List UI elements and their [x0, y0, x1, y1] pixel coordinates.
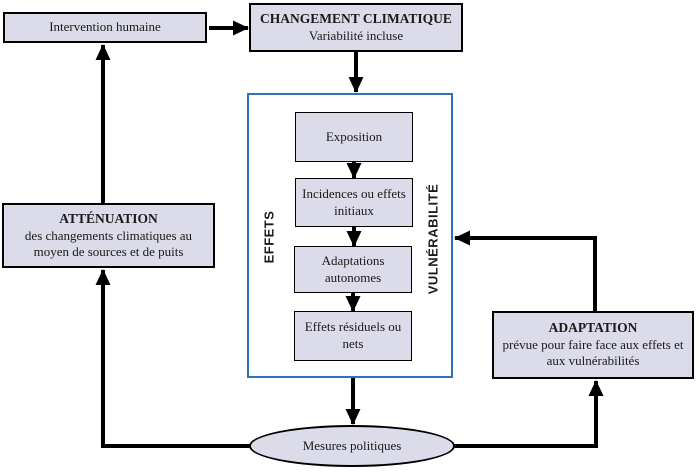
- box-adaptation: ADAPTATION prévue pour faire face aux ef…: [492, 311, 694, 379]
- ellipse-mesures-politiques: Mesures politiques: [249, 425, 455, 467]
- exposition-label: Exposition: [325, 128, 383, 144]
- changement-subtitle: Variabilité incluse: [308, 27, 404, 43]
- incidences-label: Incidences ou effets initiaux: [302, 185, 406, 218]
- box-attenuation: ATTÉNUATION des changements climatiques …: [2, 203, 215, 268]
- box-incidences: Incidences ou effets initiaux: [295, 178, 413, 227]
- box-effets-residuels: Effets résiduels ou nets: [294, 311, 412, 361]
- adaptation-subtitle: prévue pour faire face aux effets et aux…: [502, 337, 684, 369]
- arrow-mesures-to-attenuation: [95, 269, 252, 448]
- arrow-adaptation-to-frame: [454, 230, 597, 312]
- intervention-label: Intervention humaine: [49, 19, 161, 35]
- box-adaptations-autonomes: Adaptations autonomes: [294, 246, 412, 293]
- adaptation-title: ADAPTATION: [548, 320, 638, 336]
- box-intervention-humaine: Intervention humaine: [3, 12, 207, 43]
- effects-vulnerability-frame: [247, 93, 453, 378]
- adaptations-autonomes-label: Adaptations autonomes: [321, 252, 385, 285]
- mesures-label: Mesures politiques: [302, 438, 402, 453]
- changement-title: CHANGEMENT CLIMATIQUE: [260, 10, 452, 26]
- vulnerabilite-vertical-label: VULNÉRABILITÉ: [425, 183, 441, 295]
- attenuation-subtitle: des changements climatiques au moyen de …: [24, 227, 193, 259]
- attenuation-title: ATTÉNUATION: [59, 210, 158, 226]
- effets-residuels-label: Effets résiduels ou nets: [304, 319, 402, 351]
- arrow-mesures-to-adaptation: [452, 380, 604, 448]
- effets-vertical-label: EFFETS: [261, 210, 277, 264]
- box-changement-climatique: CHANGEMENT CLIMATIQUE Variabilité inclus…: [249, 3, 463, 52]
- box-exposition: Exposition: [295, 112, 413, 162]
